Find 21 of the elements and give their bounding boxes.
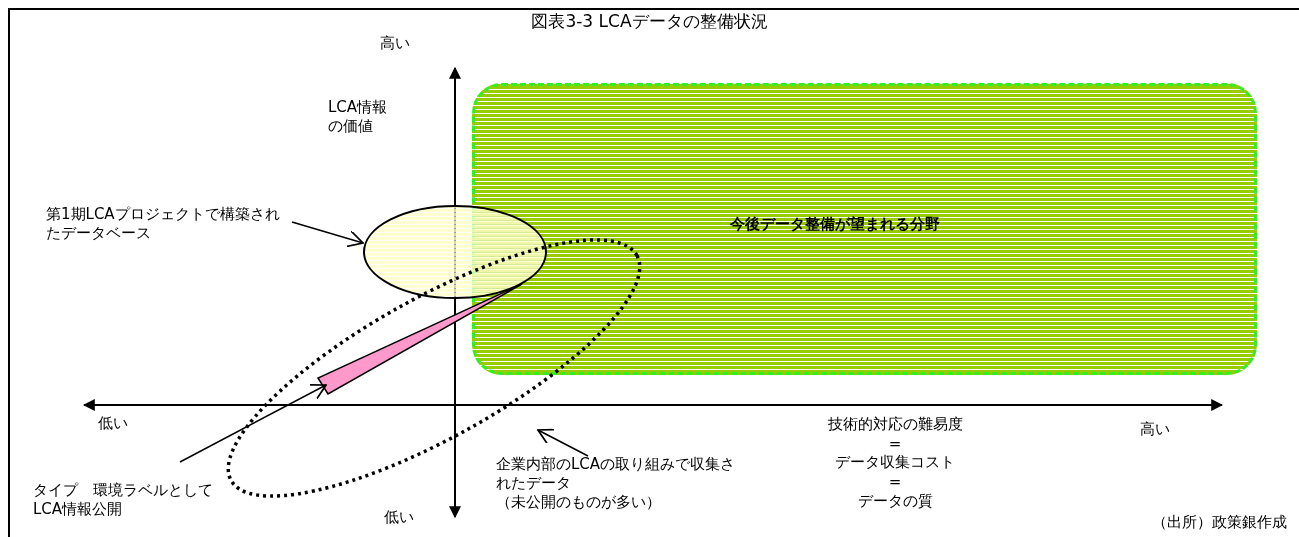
callout-text: 第1期LCAプロジェクトで構築されたデータベース xyxy=(46,205,281,243)
axis-label: 低い xyxy=(98,414,129,433)
axis-title: LCA情報の価値 xyxy=(328,98,389,136)
axis-title: データの質 xyxy=(856,492,934,511)
caption: （出所）政策銀作成 xyxy=(1152,513,1287,532)
leader-line xyxy=(537,428,589,457)
axis-label: 高い xyxy=(380,34,411,53)
callout-text: 企業内部のLCAの取り組みで収集されたデータ xyxy=(496,455,736,493)
callout-text: タイプ 環境ラベルとしてLCA情報公開 xyxy=(33,481,213,519)
shaded-region xyxy=(472,83,1257,375)
axis-title: データ収集コスト xyxy=(834,453,956,472)
callout-text: （未公開のものが多い） xyxy=(496,493,662,512)
leader-line xyxy=(179,383,327,463)
equals-sign: = xyxy=(887,473,903,492)
equals-sign: = xyxy=(887,435,903,454)
axis-title: 技術的対応の難易度 xyxy=(826,415,964,434)
axis-label: 高い xyxy=(1140,420,1171,439)
ellipse xyxy=(363,205,547,299)
title: 図表3-3 LCAデータの整備状況 xyxy=(530,11,769,31)
axis-label: 低い xyxy=(384,508,415,527)
leader-line xyxy=(291,221,364,248)
